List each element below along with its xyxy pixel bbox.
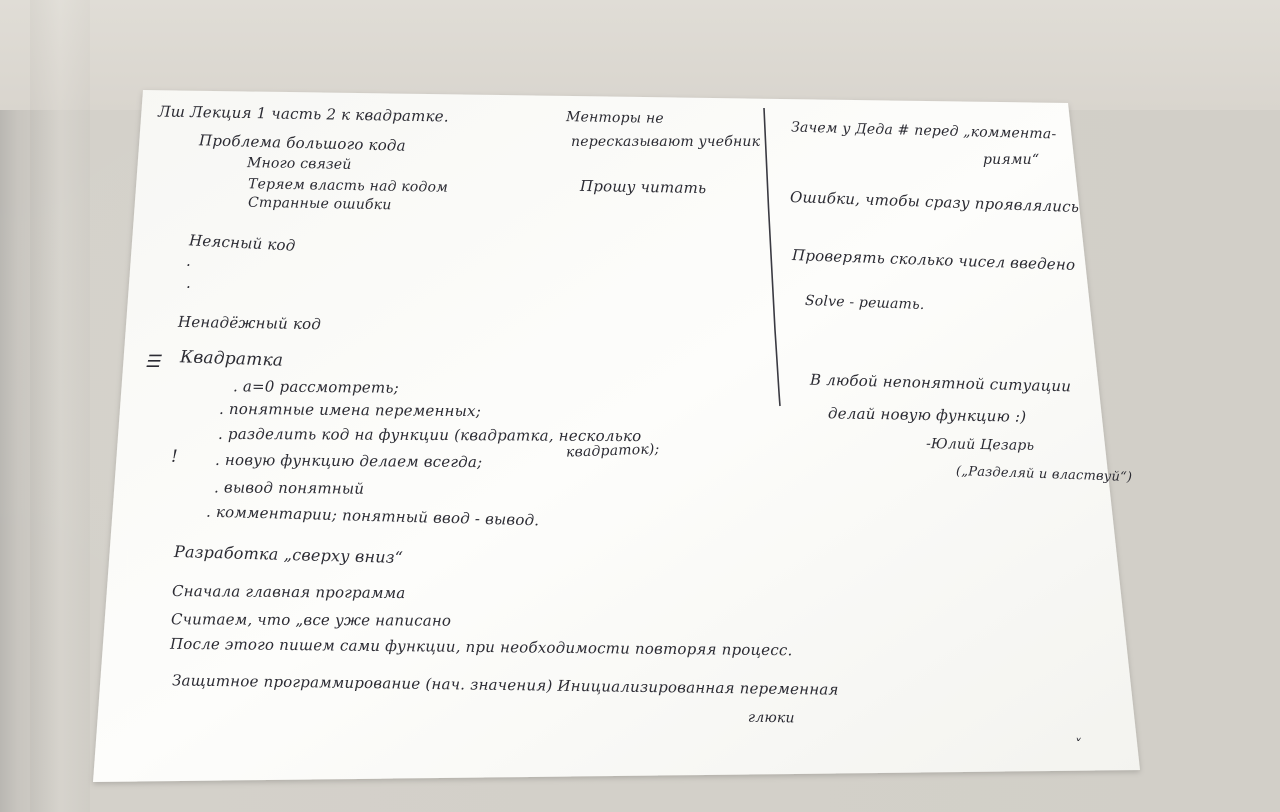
quote-line-2: делай новую функцию :) bbox=[827, 404, 1027, 426]
why-hash-line-2: риями“ bbox=[983, 152, 1040, 168]
quadratic-item-3: . разделить код на функции (квадратка, н… bbox=[217, 424, 642, 446]
column-divider-line bbox=[763, 107, 781, 407]
quadratic-item-5: . вывод понятный bbox=[213, 478, 365, 498]
quote-author: -Юлий Цезарь bbox=[925, 436, 1035, 454]
tablecloth-fold bbox=[30, 0, 90, 812]
unreliable-code-heading: Ненадёжный код bbox=[177, 312, 322, 334]
big-code-item-2: Теряем власть над кодом bbox=[247, 176, 449, 196]
defensive-programming-continuation: глюки bbox=[747, 709, 795, 727]
corner-mark: ˅ bbox=[1075, 737, 1083, 753]
quadratic-item-2: . понятные имена переменных; bbox=[218, 399, 482, 421]
quadratic-item-4: . новую функцию делаем всегда; bbox=[214, 450, 483, 472]
topdown-line-1: Сначала главная программа bbox=[171, 581, 406, 603]
unclear-dot-1: . bbox=[186, 252, 191, 270]
solve-note: Solve - решать. bbox=[804, 292, 925, 314]
mentors-read-request: Прошу читать bbox=[579, 176, 707, 198]
exclamation-mark: ! bbox=[171, 447, 179, 467]
quadratic-heading: Квадратка bbox=[179, 347, 284, 371]
paper-sheet bbox=[93, 90, 1140, 782]
quadratic-marker: ☰ bbox=[145, 352, 161, 372]
quadratic-item-3-continuation: квадраток); bbox=[565, 441, 660, 461]
mentors-line-1: Менторы не bbox=[565, 109, 665, 127]
big-code-item-3: Странные ошибки bbox=[247, 194, 392, 214]
mentors-line-2: пересказывают учебник bbox=[571, 134, 761, 150]
topdown-line-2: Считаем, что „все уже написано bbox=[170, 610, 452, 630]
big-code-item-1: Много связей bbox=[246, 155, 352, 173]
quadratic-item-1: . a=0 рассмотреть; bbox=[232, 377, 400, 397]
unclear-dot-2: . bbox=[186, 274, 191, 292]
